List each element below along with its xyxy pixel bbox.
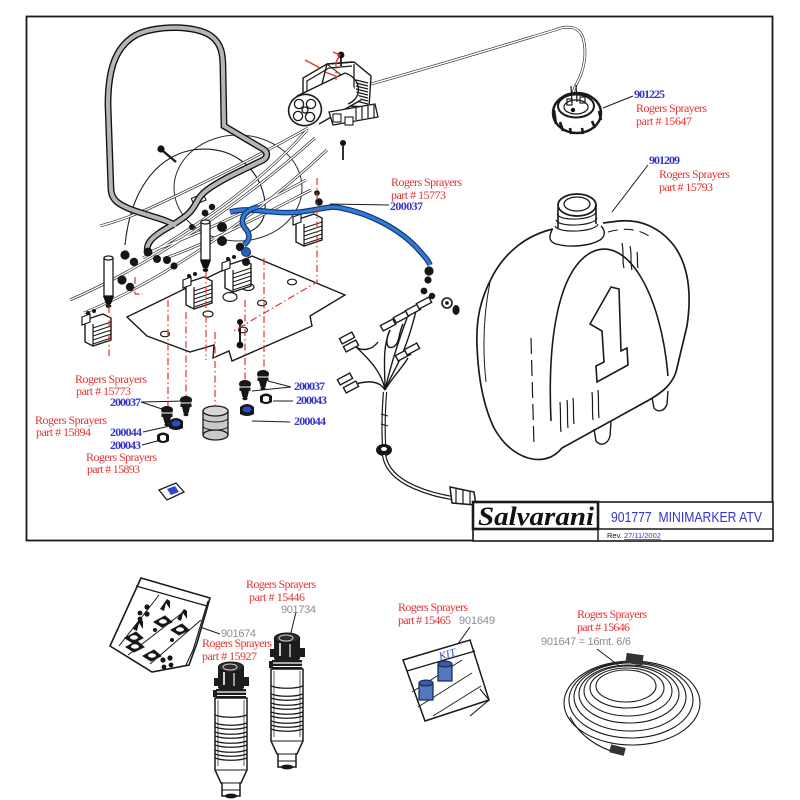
svg-text:901777 MINIMARKER ATV: 901777 MINIMARKER ATV	[611, 510, 762, 526]
svg-text:Rogers Sprayers: Rogers Sprayers	[391, 175, 462, 189]
svg-text:901649: 901649	[459, 615, 495, 627]
svg-text:200037: 200037	[294, 379, 325, 393]
svg-text:part # 15773: part # 15773	[391, 188, 446, 202]
svg-text:Rogers Sprayers: Rogers Sprayers	[636, 101, 707, 115]
svg-text:part # 15446: part # 15446	[249, 590, 305, 604]
svg-text:901209: 901209	[649, 153, 680, 167]
svg-text:Rogers Sprayers: Rogers Sprayers	[398, 600, 468, 614]
svg-text:Rogers Sprayers: Rogers Sprayers	[202, 636, 272, 650]
svg-text:part # 15646: part # 15646	[577, 620, 630, 634]
svg-text:Rogers Sprayers: Rogers Sprayers	[577, 607, 647, 621]
svg-text:200043: 200043	[110, 438, 141, 452]
svg-text:part # 15773: part # 15773	[76, 384, 131, 398]
svg-text:KIT: KIT	[437, 646, 459, 663]
svg-text:200037: 200037	[110, 395, 141, 409]
svg-text:part # 15465: part # 15465	[398, 613, 451, 627]
svg-text:Rogers Sprayers: Rogers Sprayers	[659, 167, 730, 181]
svg-text:Salvarani: Salvarani	[478, 502, 595, 531]
svg-text:901647 = 16mt. 6/6: 901647 = 16mt. 6/6	[541, 636, 631, 648]
svg-text:Rogers Sprayers: Rogers Sprayers	[86, 450, 157, 464]
svg-text:Rogers Sprayers: Rogers Sprayers	[35, 413, 107, 427]
svg-text:200043: 200043	[296, 393, 327, 407]
svg-text:Rev. 27/11/2002: Rev. 27/11/2002	[607, 531, 661, 540]
svg-text:part # 15894: part # 15894	[36, 425, 91, 439]
svg-text:Rogers Sprayers: Rogers Sprayers	[75, 372, 147, 386]
svg-text:200044: 200044	[294, 414, 326, 428]
svg-text:901734: 901734	[281, 604, 316, 616]
svg-text:part # 15893: part # 15893	[87, 462, 140, 476]
svg-text:200037: 200037	[390, 199, 423, 213]
svg-text:901225: 901225	[634, 87, 665, 101]
svg-text:part # 15927: part # 15927	[202, 649, 257, 663]
svg-text:part # 15793: part # 15793	[659, 180, 713, 194]
svg-text:part # 15647: part # 15647	[636, 114, 692, 128]
svg-text:200044: 200044	[110, 425, 142, 439]
svg-text:Rogers Sprayers: Rogers Sprayers	[246, 577, 316, 591]
svg-text:901674: 901674	[221, 628, 256, 640]
